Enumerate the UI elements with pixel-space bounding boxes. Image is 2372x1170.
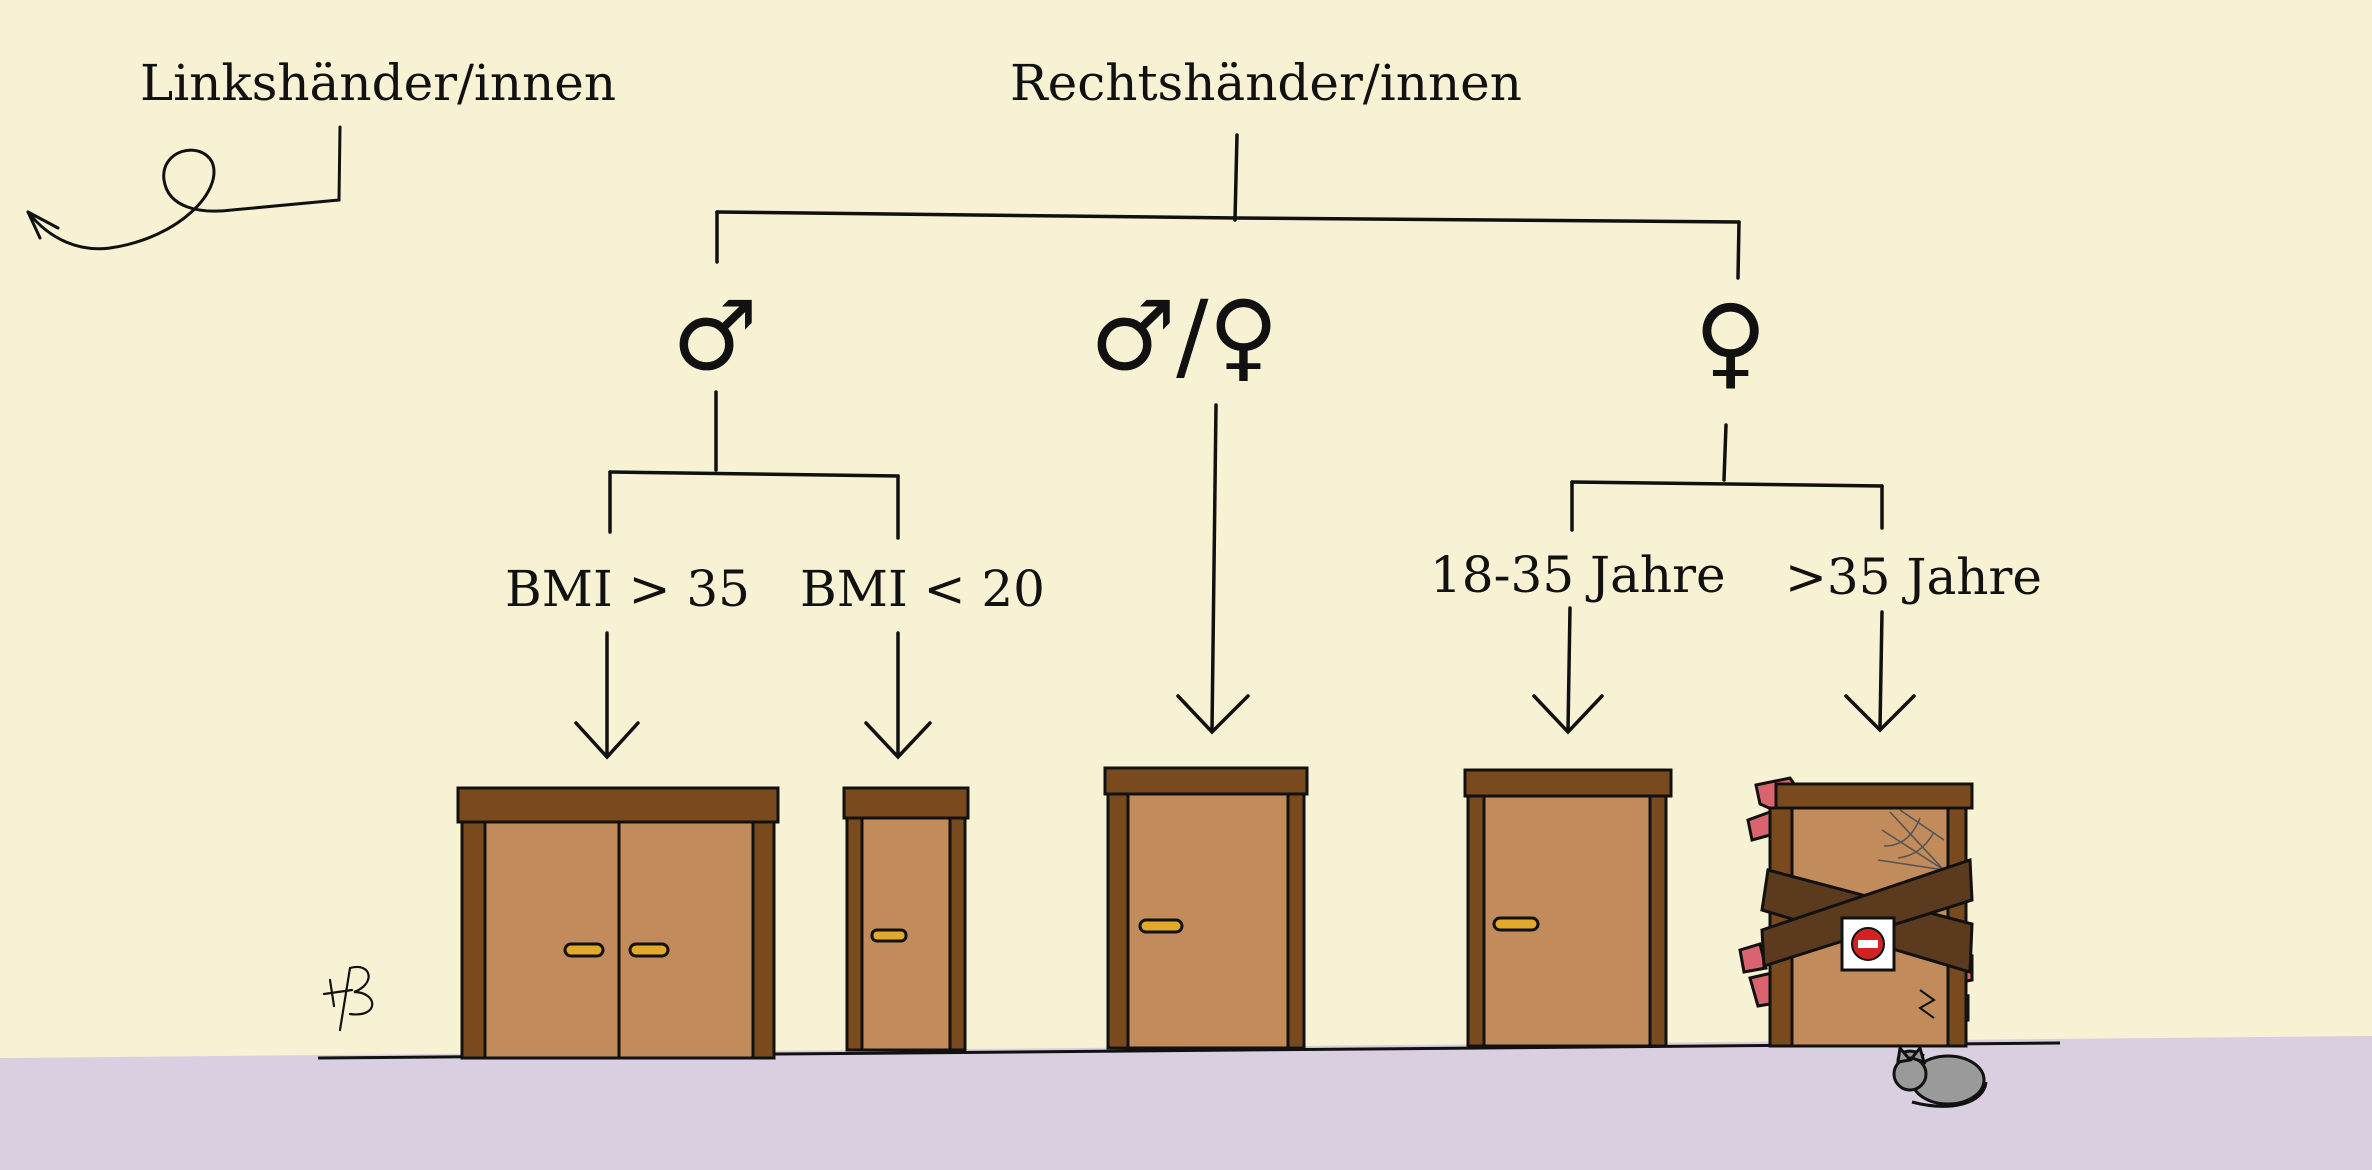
leaf-bmi-low: BMI < 20 [800, 560, 1045, 618]
boarded-door-icon [1738, 776, 1974, 1048]
leaf-bmi-high: BMI > 35 [505, 560, 750, 618]
sleeping-cat-icon [1892, 1044, 1988, 1108]
female-symbol: ♀ [1694, 283, 1768, 400]
tree-lines [608, 133, 1884, 540]
door-icon [1103, 766, 1309, 1050]
signature-mark [322, 965, 374, 1032]
leaf-age-old: >35 Jahre [1785, 548, 2042, 606]
arrow-bmi-low [864, 631, 932, 760]
male-female-symbol: ♂/♀ [1090, 280, 1279, 392]
arrow-bmi-high [574, 631, 640, 760]
root-label: Rechtshänder/innen [1010, 54, 1522, 112]
floor [0, 1036, 2372, 1170]
leaf-age-young: 18-35 Jahre [1430, 546, 1726, 604]
male-symbol: ♂ [672, 280, 759, 392]
curl-arrow-icon [26, 125, 342, 251]
no-entry-sign-icon [1851, 927, 1885, 961]
double-door-icon [456, 786, 780, 1060]
arrow-age-young [1532, 606, 1604, 735]
cobweb-icon [1877, 809, 1945, 871]
door-icon-young [1463, 768, 1673, 1048]
arrow-age-old [1844, 610, 1916, 733]
left-label: Linkshänder/innen [140, 54, 617, 112]
arrow-both [1176, 403, 1250, 735]
narrow-door-icon [842, 786, 970, 1052]
